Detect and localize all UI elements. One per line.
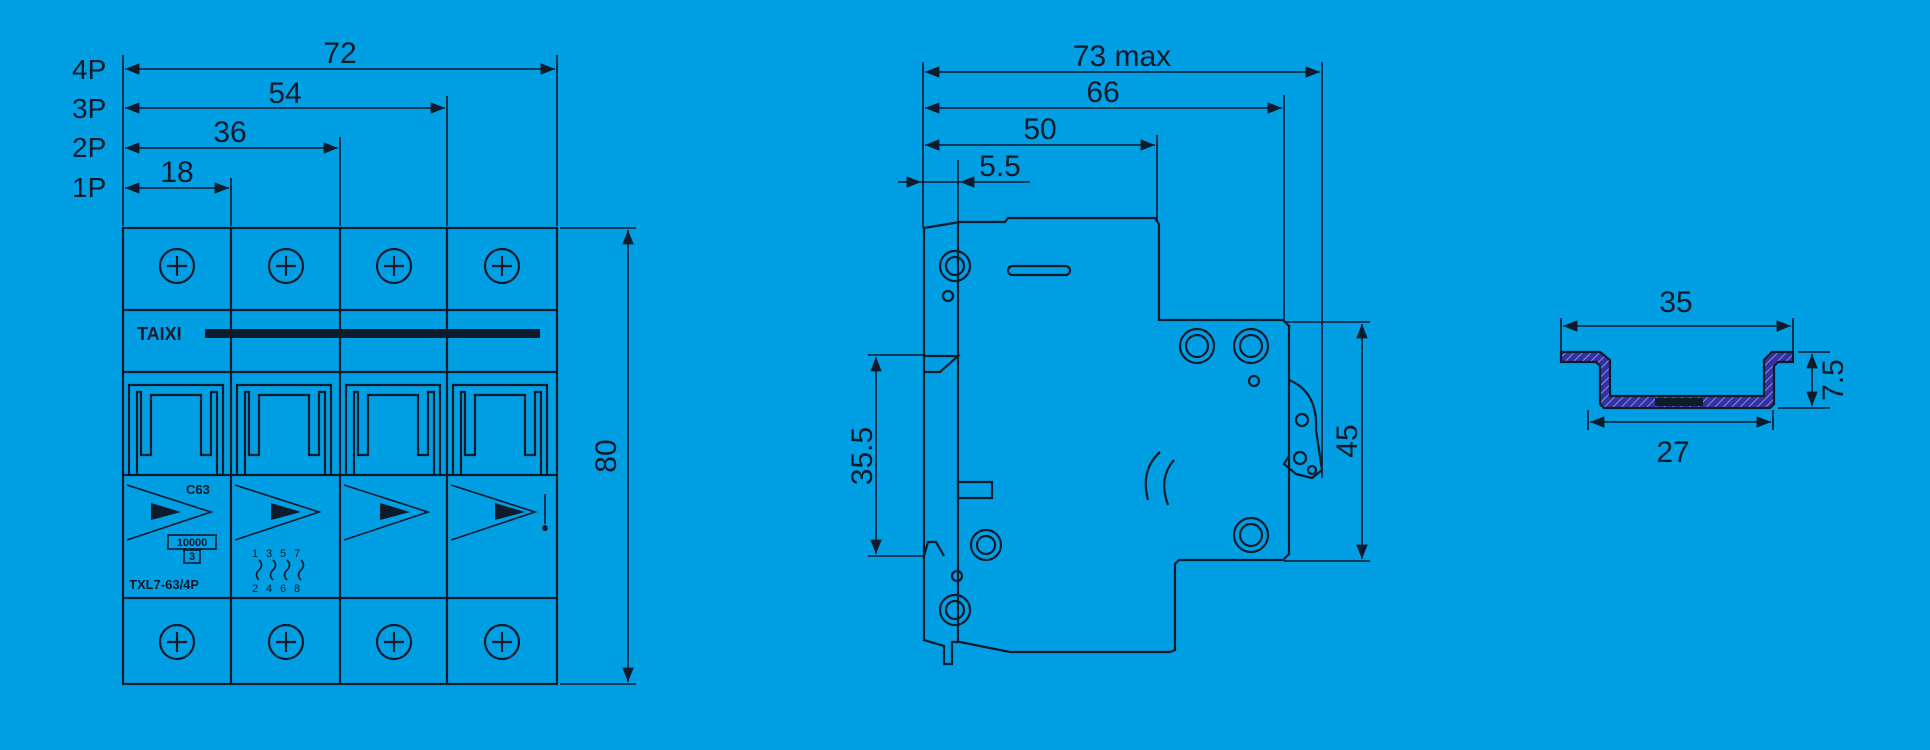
- model-label: TXL7-63/4P: [129, 577, 199, 592]
- dim-label-50: 50: [1023, 113, 1056, 146]
- screw-icon: [267, 623, 305, 661]
- hole-icon: [950, 569, 964, 583]
- rotation-arc-icon: [1163, 459, 1175, 506]
- rivet-icon: [938, 593, 972, 627]
- toggle-row: [127, 383, 549, 475]
- brand-logo: TAIXI: [137, 324, 182, 344]
- hole-icon: [1294, 412, 1310, 428]
- toggle-handle: [344, 383, 442, 475]
- rotation-arc-icon: [1144, 451, 1161, 501]
- dim-label-54: 54: [268, 77, 301, 110]
- rail-profile: 35 7.5 27: [1559, 286, 1850, 469]
- toggle-handle: [451, 383, 549, 475]
- terminal-bottom-label: 8: [294, 583, 300, 595]
- dim-label-73-max: 73 max: [1073, 40, 1171, 73]
- screw-icon: [483, 247, 521, 285]
- screw-icon: [158, 247, 196, 285]
- hole-icon: [941, 289, 955, 303]
- terminal-bottom-label: 2: [252, 583, 258, 595]
- side-slot: [1006, 264, 1072, 277]
- rating-label: C63: [186, 482, 210, 497]
- screw-icon: [483, 623, 521, 661]
- arrow-symbol-icon: [126, 484, 214, 541]
- pole-label-4p: 4P: [72, 54, 106, 85]
- dim-label-72: 72: [323, 37, 356, 70]
- screw-icon: [375, 623, 413, 661]
- arrow-symbol-icon: [450, 484, 538, 541]
- dim-label-66: 66: [1086, 76, 1119, 109]
- screw-row-top: [158, 247, 521, 285]
- screw-icon: [267, 247, 305, 285]
- front-view: 4P 3P 2P 1P 72 54 36 18 80 TAIXI: [72, 37, 636, 686]
- side-tab: [956, 480, 994, 500]
- terminal-top-label: 3: [266, 548, 272, 560]
- dim-label-35: 35: [1659, 286, 1692, 319]
- din-clip: [1282, 378, 1324, 480]
- dim-label-45: 45: [1331, 424, 1364, 457]
- hole-icon: [1292, 450, 1308, 466]
- rivet-icon: [1232, 327, 1270, 365]
- hole-icon: [1306, 464, 1318, 476]
- class-label: 3: [189, 551, 195, 563]
- rail-section: [1559, 350, 1795, 410]
- pole-label-1p: 1P: [72, 172, 106, 203]
- rivet-icon: [969, 528, 1003, 562]
- din-catch-bottom: [922, 540, 945, 557]
- screw-row-bottom: [158, 623, 521, 661]
- handle-bar: [205, 329, 540, 338]
- dim-label-35-5: 35.5: [846, 427, 879, 485]
- terminal-top-label: 5: [280, 548, 286, 560]
- din-catch-top: [924, 354, 961, 374]
- dim-label-18: 18: [160, 156, 193, 189]
- dim-label-7-5: 7.5: [1817, 359, 1850, 401]
- terminal-bottom-label: 6: [280, 583, 286, 595]
- dim-label-27: 27: [1656, 436, 1689, 469]
- dim-label-5-5: 5.5: [979, 150, 1021, 183]
- hole-icon: [1247, 374, 1261, 388]
- breaker-side-body: [922, 216, 1291, 666]
- rail-center-mark: [1655, 398, 1703, 406]
- terminal-top-label: 1: [252, 548, 258, 560]
- rivet-icon: [938, 249, 972, 283]
- breaking-capacity-label: 10000: [177, 537, 208, 549]
- class-box: [183, 549, 201, 564]
- pole-label-3p: 3P: [72, 93, 106, 124]
- arrow-symbol-row: [126, 484, 538, 541]
- dim-label-36: 36: [213, 116, 246, 149]
- terminal-bottom-label: 4: [266, 583, 272, 595]
- pole-label-2p: 2P: [72, 132, 106, 163]
- status-indicator-icon: [542, 494, 548, 531]
- side-view: 73 max 66 50 5.5 35.5 45: [846, 40, 1370, 666]
- rivet-icon: [1232, 516, 1270, 554]
- terminal-top-label: 7: [294, 548, 300, 560]
- rivet-icon: [1178, 327, 1216, 365]
- breaking-capacity-box: [167, 534, 217, 550]
- dim-label-80: 80: [590, 439, 623, 472]
- screw-icon: [158, 623, 196, 661]
- wiring-diagram: 1 3 5 7 2 4 6 8: [252, 548, 305, 595]
- arrow-symbol-icon: [234, 484, 322, 541]
- arrow-symbol-icon: [343, 484, 431, 541]
- screw-icon: [375, 247, 413, 285]
- toggle-handle: [127, 383, 225, 475]
- toggle-handle: [235, 383, 333, 475]
